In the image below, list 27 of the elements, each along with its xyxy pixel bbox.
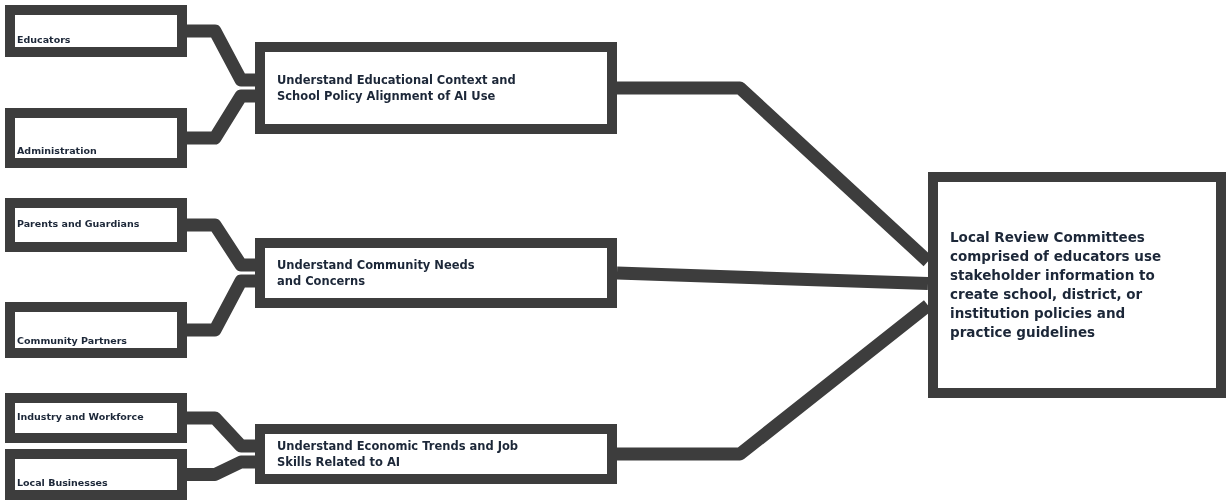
node-label: Parents and Guardians	[17, 218, 140, 230]
node-label: Educators	[17, 33, 71, 45]
stakeholder-box	[5, 393, 187, 443]
process-box	[255, 238, 617, 308]
stakeholder-box	[5, 108, 187, 168]
node-label: Community Partners	[17, 334, 127, 346]
stakeholder-box	[5, 198, 187, 252]
node-label: Administration	[17, 144, 97, 156]
connector	[187, 218, 255, 272]
node-label: Understand Economic Trends and Job Skills Related to AI	[277, 437, 520, 471]
connector	[616, 266, 929, 291]
process-box	[255, 424, 617, 484]
node-label: Industry and Workforce	[17, 411, 144, 423]
node-label: Local Review Committees comprised of educators use stakeholder information to create school, district, or institution policies and practice guidelines	[950, 228, 1163, 342]
connector	[187, 89, 255, 145]
connector	[187, 411, 255, 453]
process-box	[255, 42, 617, 134]
stakeholder-box	[5, 5, 187, 57]
stakeholder-box	[5, 449, 187, 500]
connector	[187, 455, 255, 481]
connector	[187, 274, 255, 337]
stakeholder-box	[5, 302, 187, 358]
node-label: Understand Educational Context and School Policy Alignment of AI Use	[277, 71, 517, 105]
node-label: Understand Community Needs and Concerns	[277, 256, 476, 290]
connector	[187, 24, 255, 87]
output-box	[928, 172, 1226, 398]
node-label: Local Businesses	[17, 476, 108, 488]
